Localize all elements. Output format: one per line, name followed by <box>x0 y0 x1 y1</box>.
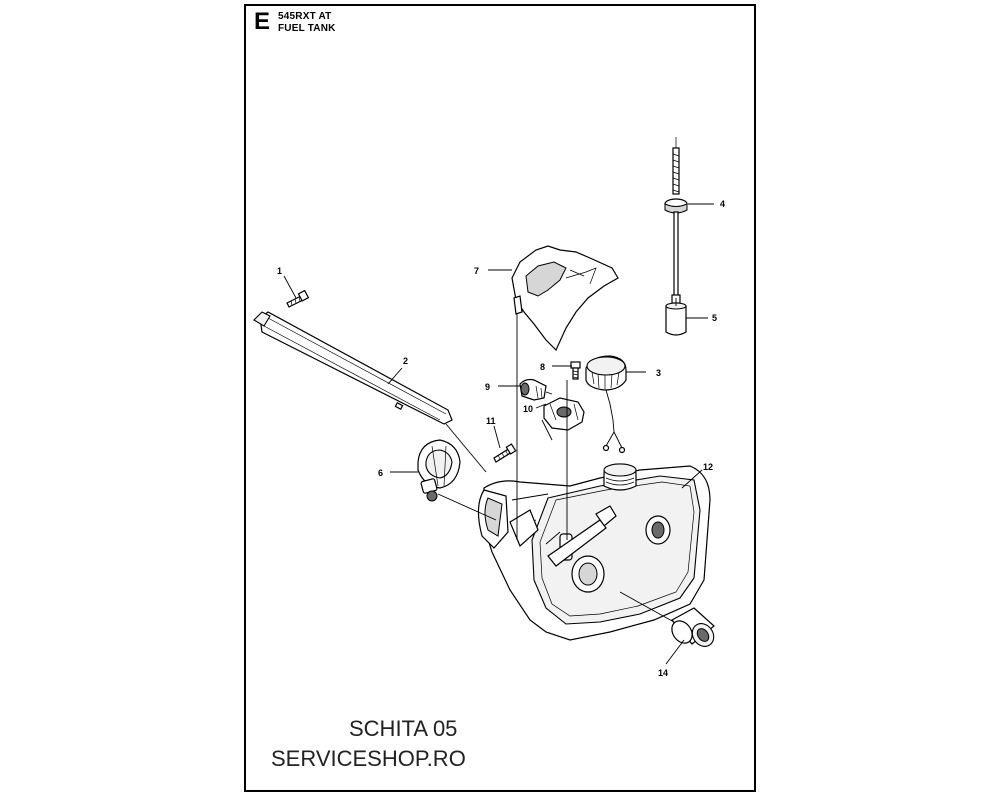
part-14-bushing <box>671 607 715 647</box>
callout-5: 5 <box>712 313 717 323</box>
callout-12: 12 <box>703 462 713 472</box>
callout-leaders <box>283 203 714 665</box>
part-12-fuel-tank <box>477 463 711 641</box>
sheet-label: SCHITA 05 <box>349 716 458 741</box>
part-9-valve <box>519 378 553 401</box>
callout-14: 14 <box>658 668 668 678</box>
drawing-frame <box>244 4 756 792</box>
assembly-guide-lines <box>437 298 677 623</box>
part-7-tank-cover <box>511 245 619 352</box>
part-3-fuel-cap <box>585 355 627 454</box>
part-1-bolt <box>286 289 310 308</box>
callout-6: 6 <box>378 468 383 478</box>
section-letter: E <box>254 8 271 35</box>
callout-11: 11 <box>486 416 496 426</box>
callout-9: 9 <box>485 382 490 392</box>
callout-7: 7 <box>474 266 479 276</box>
callout-numbers: 1 2 3 4 5 6 7 8 9 10 11 12 14 <box>277 199 725 678</box>
part-10-bracket <box>543 397 585 431</box>
part-6-clamp <box>417 439 461 502</box>
part-8-screw <box>570 361 581 380</box>
callout-10: 10 <box>523 404 533 414</box>
part-2-handle-bracket <box>253 311 453 425</box>
section-title: FUEL TANK <box>278 23 336 34</box>
callout-3: 3 <box>656 368 661 378</box>
callout-1: 1 <box>277 266 282 276</box>
site-label: SERVICESHOP.RO <box>271 746 466 771</box>
model-name: 545RXT AT <box>278 11 332 22</box>
callout-8: 8 <box>540 362 545 372</box>
callout-2: 2 <box>403 356 408 366</box>
callout-4: 4 <box>720 199 725 209</box>
part-4-breather-valve <box>664 137 688 299</box>
part-11-bolt <box>493 443 517 463</box>
